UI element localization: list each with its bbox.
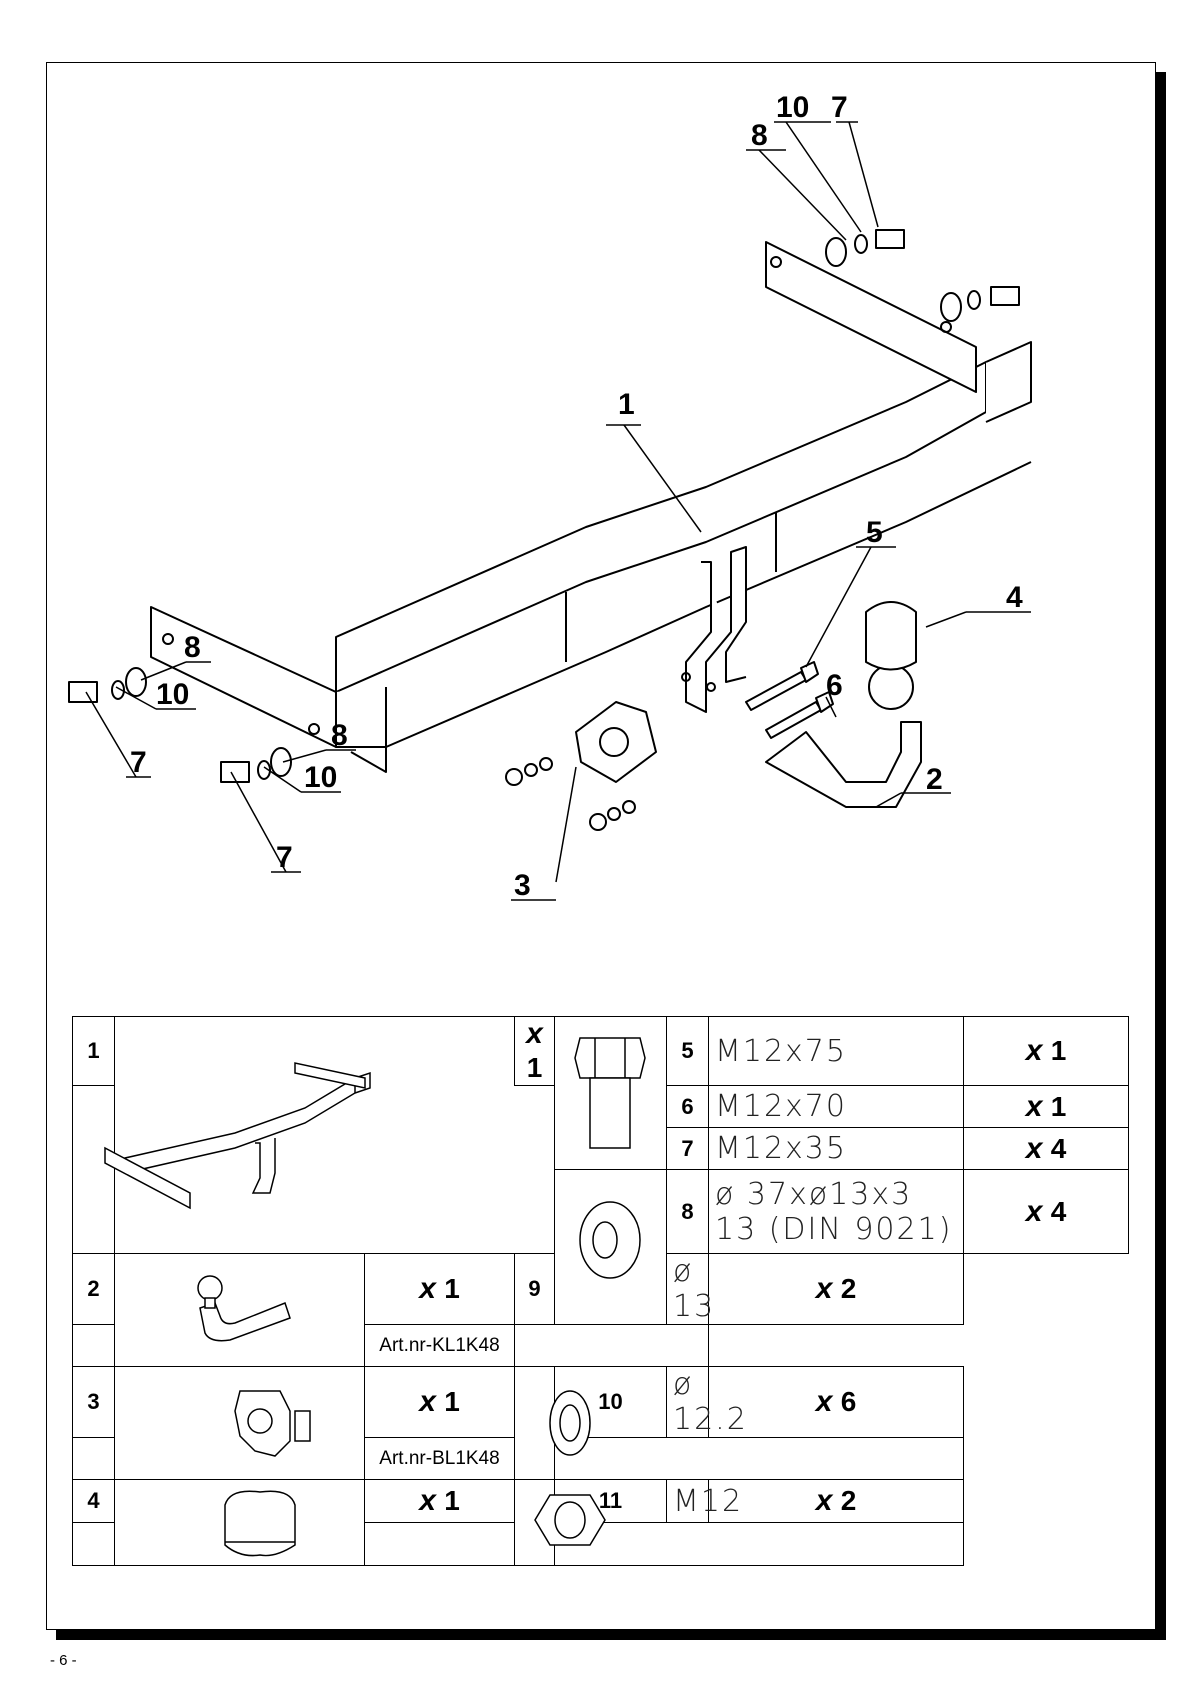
part-11-spec: M12 [666, 1479, 741, 1523]
bolt-icon [574, 1036, 646, 1149]
part-5-spec: M12x75 [708, 1016, 964, 1086]
ball-cover-icon [224, 1490, 296, 1557]
part-4-illustration [114, 1479, 365, 1566]
part-7-spec: M12x35 [708, 1127, 964, 1170]
callout-3: 3 [514, 869, 531, 902]
part-3-illustration [114, 1366, 365, 1480]
part-4-quantity: x 1 [364, 1479, 515, 1523]
callout-1: 1 [618, 388, 635, 421]
callout-5: 5 [866, 516, 883, 549]
washer-illustration-cell [554, 1169, 667, 1325]
part-2-number: 2 [72, 1253, 115, 1325]
hex-nut-icon [534, 1494, 606, 1546]
part-7-quantity: x 4 [963, 1127, 1129, 1170]
part-9-number: 9 [514, 1253, 555, 1325]
washer-icon [579, 1200, 641, 1279]
part-2-quantity: x 1 [364, 1253, 515, 1325]
part-9-quantity: x 2 [708, 1253, 964, 1325]
socket-plate-icon [234, 1389, 311, 1457]
part-6-spec: M12x70 [708, 1085, 964, 1128]
bolt-illustration-cell [554, 1016, 667, 1170]
part-1-illustration [104, 1016, 515, 1254]
callout-10-mid: 10 [304, 761, 337, 794]
part-2-illustration [114, 1253, 365, 1367]
callout-8-mid: 8 [331, 719, 348, 752]
callout-7-mid: 7 [276, 841, 293, 874]
part-5-number: 5 [666, 1016, 709, 1086]
part-2-article-number: Art.nr-KL1K48 [364, 1324, 515, 1367]
spring-washer-illustration-cell [514, 1366, 591, 1480]
part-8-quantity: x 4 [963, 1169, 1129, 1254]
page-number: - 6 - [50, 1652, 77, 1669]
part-11-quantity: x 2 [708, 1479, 964, 1523]
part-1-quantity: x 1 [514, 1016, 555, 1086]
part-7-number: 7 [666, 1127, 709, 1170]
parts-table: 1 x 1 5 M12x75 [72, 1016, 1129, 1566]
callout-7-left: 7 [130, 746, 147, 779]
part-5-quantity: x 1 [963, 1016, 1129, 1086]
part-9-spec: ø 13 [666, 1253, 713, 1325]
callout-10-left: 10 [156, 678, 189, 711]
callout-2: 2 [926, 763, 943, 796]
part-8-number: 8 [666, 1169, 709, 1254]
exploded-assembly-diagram: 1 2 3 4 5 6 7 7 7 8 8 8 10 10 10 [68, 91, 1032, 902]
hex-nut-illustration-cell [514, 1479, 606, 1566]
part-4-number: 4 [72, 1479, 115, 1523]
crossbar [68, 229, 1032, 831]
callout-8-left: 8 [184, 631, 201, 664]
part-10-quantity: x 6 [708, 1366, 964, 1438]
part-6-number: 6 [666, 1085, 709, 1128]
callout-8-top: 8 [751, 119, 768, 152]
part-10-spec: ø 12.2 [666, 1366, 746, 1438]
callout-4: 4 [1006, 581, 1023, 614]
part-8-spec: ø 37xø13x3 13 (DIN 9021) [708, 1169, 964, 1254]
callout-10-top: 10 [776, 91, 809, 124]
callout-7-top: 7 [831, 91, 848, 124]
part-6-quantity: x 1 [963, 1085, 1129, 1128]
part-3-quantity: x 1 [364, 1366, 515, 1438]
part-3-number: 3 [72, 1366, 115, 1438]
towball-icon [197, 1274, 291, 1341]
crossbar-icon [104, 1061, 371, 1209]
callout-6: 6 [826, 669, 843, 702]
part-3-article-number: Art.nr-BL1K48 [364, 1437, 515, 1480]
spring-washer-icon [549, 1389, 591, 1456]
